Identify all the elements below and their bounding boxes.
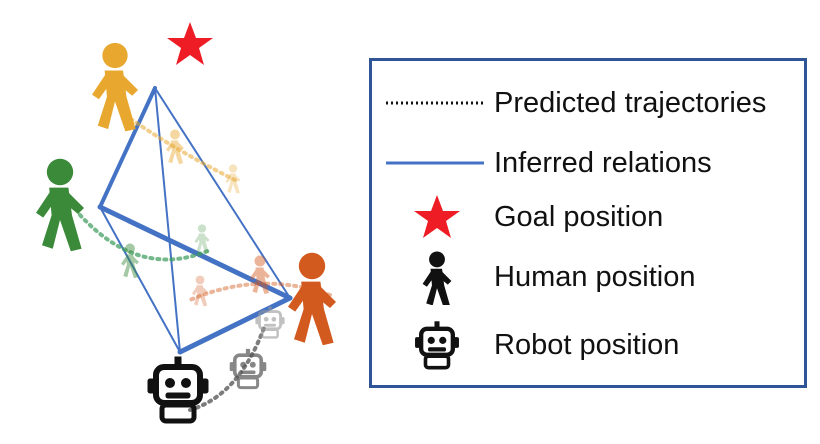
- legend-label: Human position: [494, 261, 696, 293]
- human-green-icon: [36, 158, 84, 252]
- robot-icon: [380, 317, 490, 373]
- robot-icon: [148, 357, 208, 421]
- legend-label: Predicted trajectories: [494, 87, 767, 119]
- scene-illustration: [36, 22, 336, 444]
- relation-yellow-robot: [154, 87, 181, 353]
- predicted-trajectories: [78, 113, 332, 412]
- legend-item-human-position: Human position: [372, 249, 804, 305]
- blue-line-icon: [386, 161, 484, 165]
- dotted-line-icon: [386, 101, 484, 105]
- legend-label: Goal position: [494, 201, 664, 233]
- legend-item-goal-position: Goal position: [372, 189, 804, 245]
- legend-label: Robot position: [494, 329, 680, 361]
- trajectory-robot: [188, 323, 267, 412]
- legend-item-inferred-relations: Inferred relations: [372, 135, 804, 191]
- human-orange-icon: [288, 252, 336, 346]
- relation-yellow-orange: [154, 87, 291, 299]
- legend-item-predicted-trajectories: Predicted trajectories: [372, 75, 804, 131]
- trajectory-green: [78, 213, 212, 262]
- relation-yellow-green: [98, 86, 157, 209]
- legend: Predicted trajectories Inferred relation…: [369, 58, 807, 388]
- goal-star-icon: [167, 22, 213, 65]
- red-star-icon: [414, 195, 460, 238]
- legend-label: Inferred relations: [494, 147, 712, 179]
- walking-person-icon: [422, 251, 452, 305]
- legend-item-robot-position: Robot position: [372, 317, 804, 373]
- relation-green-robot: [99, 206, 181, 353]
- human-yellow-icon: [92, 42, 138, 132]
